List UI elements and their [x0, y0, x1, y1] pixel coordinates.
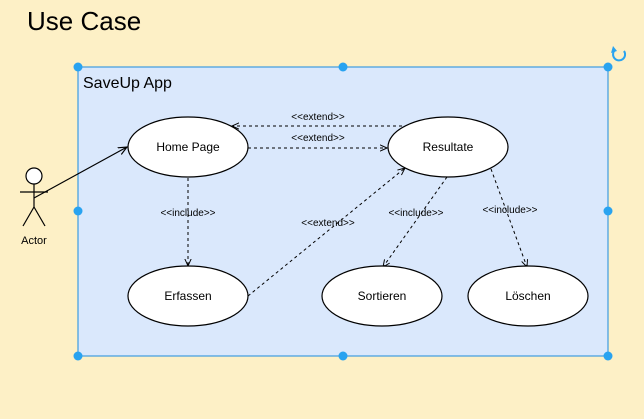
use-case-home-page[interactable]: Home Page	[127, 116, 249, 178]
relation-resultate-sortieren-include[interactable]	[383, 176, 448, 267]
use-case-label-loeschen: Löschen	[505, 289, 550, 303]
resize-handle-top-right[interactable]	[603, 62, 613, 72]
actor-label: Actor	[21, 235, 47, 247]
relations[interactable]: <<extend>> <<extend>> <<include>> <<exte…	[33, 112, 538, 297]
relation-label-home-erfassen: <<include>>	[160, 208, 215, 219]
use-case-label-erfassen: Erfassen	[164, 289, 211, 303]
relation-erfassen-resultate-extend[interactable]	[247, 168, 405, 297]
use-case-resultate[interactable]: Resultate	[387, 116, 509, 178]
resize-handle-bottom-right[interactable]	[603, 351, 613, 361]
relation-label-home-resultate: <<extend>>	[291, 133, 345, 144]
relation-label-erfassen-resultate: <<extend>>	[301, 218, 355, 229]
rotate-icon[interactable]	[611, 46, 627, 62]
relation-actor-home[interactable]	[33, 147, 127, 199]
relation-label-resultate-home: <<extend>>	[291, 112, 345, 123]
actor-left-leg	[22, 206, 35, 227]
actor-head	[25, 167, 43, 185]
use-case-label-resultate: Resultate	[423, 140, 474, 154]
actor[interactable]: Actor	[20, 167, 48, 247]
resize-handle-top[interactable]	[338, 62, 348, 72]
resize-handle-left[interactable]	[73, 206, 83, 216]
use-case-erfassen[interactable]: Erfassen	[127, 265, 249, 327]
system-name: SaveUp App	[83, 75, 172, 92]
resize-handle-top-left[interactable]	[73, 62, 83, 72]
relation-label-resultate-loeschen: <<include>>	[482, 205, 537, 216]
resize-handle-bottom-left[interactable]	[73, 351, 83, 361]
use-case-sortieren[interactable]: Sortieren	[321, 265, 443, 327]
use-case-label-home-page: Home Page	[156, 140, 220, 154]
relation-label-resultate-sortieren: <<include>>	[388, 208, 443, 219]
use-case-loeschen[interactable]: Löschen	[467, 265, 589, 327]
selection-handles[interactable]	[73, 62, 613, 361]
actor-right-leg	[33, 206, 46, 227]
resize-handle-right[interactable]	[603, 206, 613, 216]
resize-handle-bottom[interactable]	[338, 351, 348, 361]
use-case-label-sortieren: Sortieren	[358, 289, 407, 303]
page-title: Use Case	[27, 6, 142, 36]
